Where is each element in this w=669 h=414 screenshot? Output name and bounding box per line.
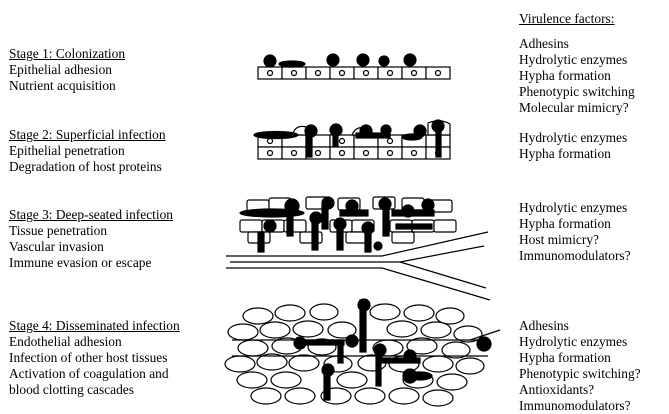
stage-1-yeast-cells — [264, 54, 416, 67]
stage-1-epithelium — [258, 67, 450, 79]
